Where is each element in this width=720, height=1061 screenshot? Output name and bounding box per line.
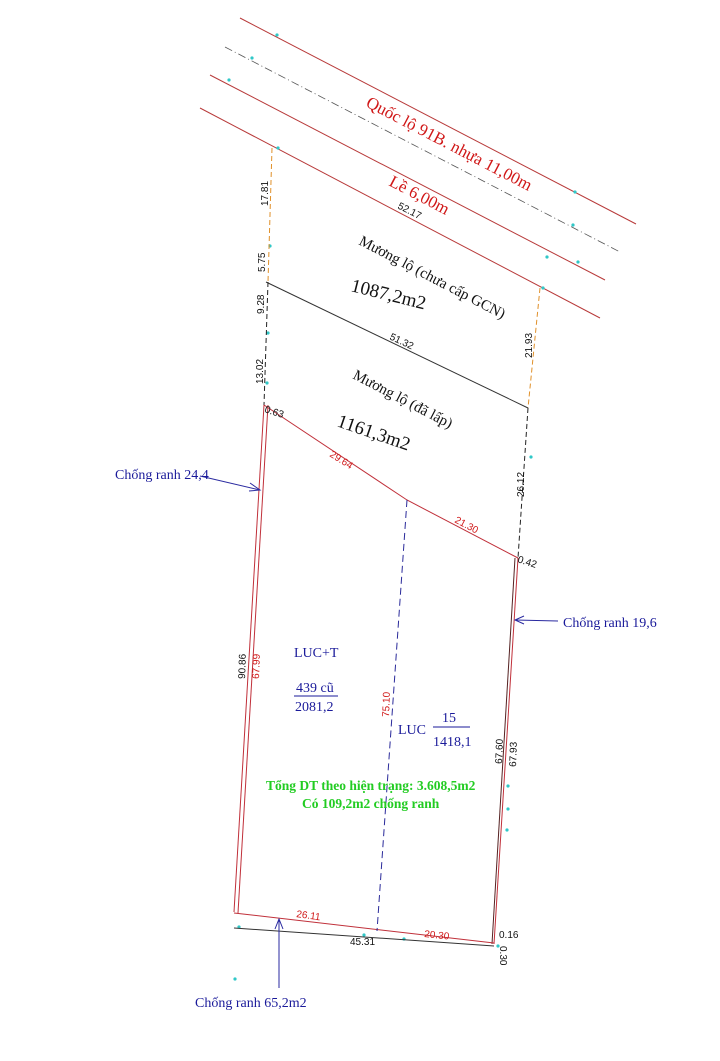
dim-label: 5.75 (257, 252, 268, 272)
road-name-label: Quốc lộ 91B. nhựa 11,00m (363, 93, 535, 195)
dim-label: 0.30 (497, 946, 508, 966)
dim-label: 67.60 (494, 738, 506, 764)
canal-divider-line (265, 281, 529, 409)
road-edge-line (239, 17, 637, 225)
parcel-right-type: LUC (398, 723, 426, 738)
left-boundary-dashed (263, 281, 269, 406)
canal-unissued-label: Mương lộ (chưa cấp GCN) (356, 233, 508, 322)
dim-label: 21.30 (453, 515, 481, 537)
dim-label: 0.16 (499, 930, 519, 941)
dim-label: 67.93 (508, 741, 520, 767)
bottom-boundary-black (233, 927, 495, 947)
survey-points (227, 33, 580, 981)
parcel-left-type: LUC+T (294, 646, 339, 661)
dim-label: 67.99 (251, 653, 263, 679)
canal-filled-area: 1161,3m2 (334, 411, 413, 456)
canal-unissued-area: 1087,2m2 (349, 275, 428, 314)
annotation-right: Chống ranh 19,6 (563, 616, 657, 631)
dim-label: 17.81 (260, 181, 271, 206)
arrow-right (513, 615, 559, 625)
road-edge-line (209, 74, 606, 281)
dim-label: 0.42 (516, 554, 538, 571)
dim-label: 13.02 (255, 359, 266, 384)
dim-label: 29.64 (327, 449, 354, 472)
parcel-right-boundary-outer (491, 557, 516, 945)
dim-label: 90.86 (237, 653, 249, 679)
dim-label: 21.93 (524, 333, 535, 358)
parcel-right-number: 15 (442, 711, 456, 726)
right-boundary-dashed (517, 407, 529, 559)
parcel-left-boundary-inner (237, 404, 269, 914)
parcel-divider-dashed (376, 499, 408, 932)
annotation-bottom: Chống ranh 65,2m2 (195, 996, 307, 1011)
parcel-right-area: 1418,1 (433, 735, 472, 750)
dim-label: 45.31 (350, 937, 375, 948)
parcel-bottom-boundary (233, 912, 495, 944)
shoulder-edge-line (199, 107, 601, 319)
dim-label: 75.10 (381, 691, 393, 717)
summary-encroach: Có 109,2m2 chống ranh (302, 796, 440, 811)
dim-label: 9.28 (256, 294, 267, 314)
summary-total: Tổng DT theo hiện trạng: 3.608,5m2 (266, 778, 476, 793)
dim-label: 26.11 (296, 909, 322, 923)
parcel-left-number: 439 cũ (296, 681, 334, 696)
dim-label: 20.30 (424, 929, 450, 943)
parcel-left-area: 2081,2 (295, 700, 334, 715)
left-boundary-orange (267, 147, 273, 283)
arrow-left (199, 475, 262, 492)
dim-label: 26.12 (516, 472, 527, 497)
road-centerline (224, 46, 621, 253)
annotation-left: Chống ranh 24,4 (115, 468, 209, 483)
dim-label: 51.32 (388, 332, 416, 353)
parcel-right-boundary (493, 557, 519, 945)
right-boundary-orange (527, 287, 541, 409)
arrow-bottom (274, 917, 284, 988)
dim-label: 0.63 (263, 404, 285, 421)
